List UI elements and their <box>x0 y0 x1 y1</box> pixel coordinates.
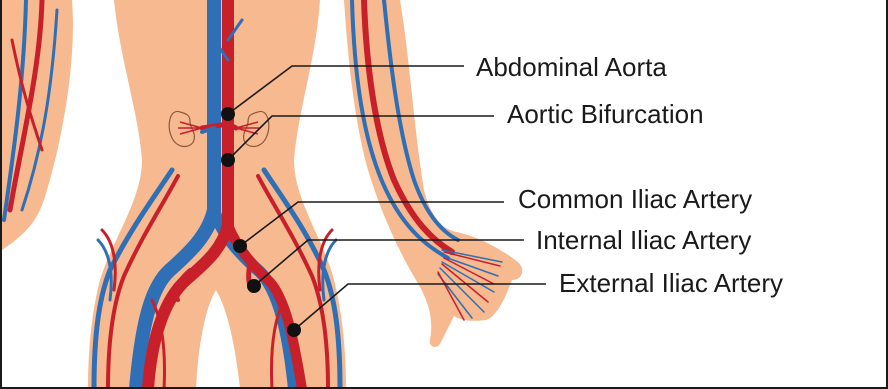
label-internal-iliac-artery: Internal Iliac Artery <box>536 227 751 253</box>
label-common-iliac-artery: Common Iliac Artery <box>518 186 752 212</box>
label-abdominal-aorta: Abdominal Aorta <box>476 54 667 80</box>
marker-common-iliac-artery <box>233 239 247 253</box>
label-external-iliac-artery: External Iliac Artery <box>559 270 783 296</box>
body-silhouette <box>2 0 522 389</box>
marker-aortic-bifurcation <box>221 153 235 167</box>
marker-internal-iliac-artery <box>247 279 261 293</box>
label-aortic-bifurcation: Aortic Bifurcation <box>507 101 704 127</box>
marker-external-iliac-artery <box>287 323 301 337</box>
marker-abdominal-aorta <box>221 107 235 121</box>
